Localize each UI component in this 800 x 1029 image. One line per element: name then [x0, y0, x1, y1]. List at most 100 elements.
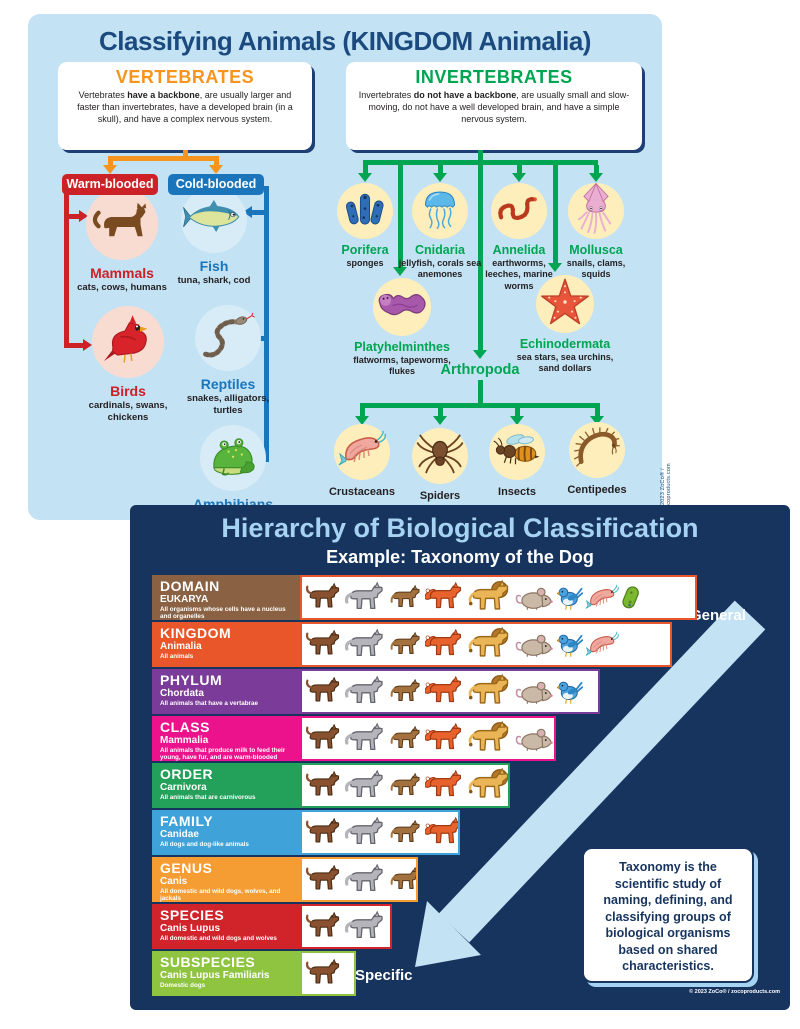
porifera-group: Porifera sponges	[310, 183, 420, 269]
dog-icon	[305, 818, 343, 847]
invertebrates-panel: INVERTEBRATES Invertebrates do not have …	[346, 62, 642, 150]
row-taxon-label: Canis Lupus Familiaris	[160, 969, 270, 981]
row-taxon-label: Canis Lupus	[160, 922, 221, 934]
vertebrates-description: Vertebrates have a backbone, are usually…	[77, 90, 293, 124]
classifying-animals-poster: Classifying Animals (KINGDOM Animalia) V…	[28, 14, 672, 524]
row-level-label: CLASS	[160, 719, 210, 735]
centipede-icon	[574, 426, 620, 474]
mammals-group: Mammals cats, cows, humans	[67, 188, 177, 294]
row-taxon-label: Canis	[160, 875, 188, 887]
hierarchy-poster: Hierarchy of Biological Classification E…	[130, 505, 790, 1010]
poster2-subtitle: Example: Taxonomy of the Dog	[326, 547, 594, 567]
arrow-down-icon	[433, 173, 447, 182]
annelida-circle	[491, 183, 547, 239]
arrow-down-icon	[590, 416, 604, 425]
lion-icon	[467, 627, 513, 662]
arrow-down-icon	[209, 165, 223, 174]
birds-label: Birds	[110, 383, 146, 399]
lion-icon	[467, 674, 513, 709]
row-description: All domestic and wild dogs and wolves	[160, 935, 277, 943]
row-level-label: DOMAIN	[160, 578, 220, 594]
poster1-title: Classifying Animals (KINGDOM Animalia)	[99, 26, 591, 56]
arrow-right-icon	[79, 210, 88, 222]
wolf-icon	[345, 628, 387, 661]
warm-blooded-label: Warm-blooded	[62, 174, 158, 195]
fish-group: Fish tuna, shark, cod	[159, 187, 269, 287]
row-description: All domestic and wild dogs, wolves, and …	[160, 888, 281, 902]
row-taxon-label: Canidae	[160, 828, 199, 840]
jackal-icon	[389, 866, 416, 893]
row-taxon-label: Animalia	[160, 640, 202, 652]
mouse-icon	[515, 629, 555, 660]
cold-blooded-label: Cold-blooded	[168, 174, 264, 195]
row-taxon-label: Mammalia	[160, 734, 209, 746]
jackal-icon	[389, 584, 423, 611]
cat-icon	[90, 197, 154, 252]
reptiles-label: Reptiles	[200, 376, 256, 392]
row-description: All organisms whose cells have a nucleus…	[160, 606, 286, 620]
dog-icon	[305, 630, 343, 659]
cnidaria-circle	[412, 183, 468, 239]
lion-icon	[467, 580, 513, 615]
vertebrates-heading: VERTEBRATES	[115, 67, 255, 87]
row-taxon-label: Chordata	[160, 687, 204, 699]
dog-icon	[305, 865, 343, 894]
row-level-label: KINGDOM	[160, 625, 232, 641]
invertebrates-description: Invertebrates do not have a backbone, ar…	[358, 90, 630, 124]
frog-icon	[202, 434, 264, 483]
bee-icon	[493, 431, 541, 474]
row-level-label: SPECIES	[160, 907, 225, 923]
dog-icon	[305, 959, 343, 988]
poster2-title: Hierarchy of Biological Classification	[221, 513, 699, 543]
crustaceans-circle	[334, 424, 390, 480]
sponge-icon	[344, 189, 386, 233]
arrow-right-icon	[83, 339, 92, 351]
row-level-label: GENUS	[160, 860, 213, 876]
arrow-left-icon	[243, 206, 252, 218]
tuna-icon	[182, 197, 246, 243]
row-animal-strip	[300, 575, 697, 620]
row-description: All animals that are carnivorous	[160, 794, 256, 802]
arthropoda-label: Arthropoda	[440, 362, 520, 378]
row-taxon-label: EUKARYA	[160, 593, 209, 605]
wolf-icon	[345, 910, 387, 943]
arrow-down-icon	[433, 416, 447, 425]
row-animal-strip	[300, 716, 556, 761]
shrimp-icon	[338, 430, 387, 475]
specific-label: Specific	[355, 967, 413, 984]
arrow-down-icon	[589, 173, 603, 182]
row-description: All animals that produce milk to feed th…	[160, 747, 286, 761]
row-level-label: ORDER	[160, 766, 214, 782]
fish-circle	[181, 187, 247, 253]
squid-icon	[576, 182, 616, 240]
birds-circle	[92, 306, 164, 378]
row-description: All animals	[160, 653, 194, 661]
mammals-label: Mammals	[90, 265, 154, 281]
reptiles-group: Reptiles snakes, alligators, turtles	[176, 305, 280, 417]
row-description: Domestic dogs	[160, 982, 206, 990]
dog-icon	[305, 677, 343, 706]
mouse-icon	[515, 723, 554, 754]
fox-icon	[425, 723, 465, 754]
insects-circle	[489, 424, 545, 480]
row-description: All animals that have a vertabrae	[160, 700, 258, 708]
snake-icon	[200, 308, 256, 369]
jackal-icon	[389, 631, 423, 658]
insects-group: Insects	[472, 424, 562, 498]
row-taxon-label: Carnivora	[160, 781, 207, 793]
spiders-group: Spiders	[395, 428, 485, 502]
platyhelminthes-group: Platyhelminthes flatworms, tapeworms, fl…	[340, 278, 464, 378]
jackal-icon	[389, 819, 423, 846]
